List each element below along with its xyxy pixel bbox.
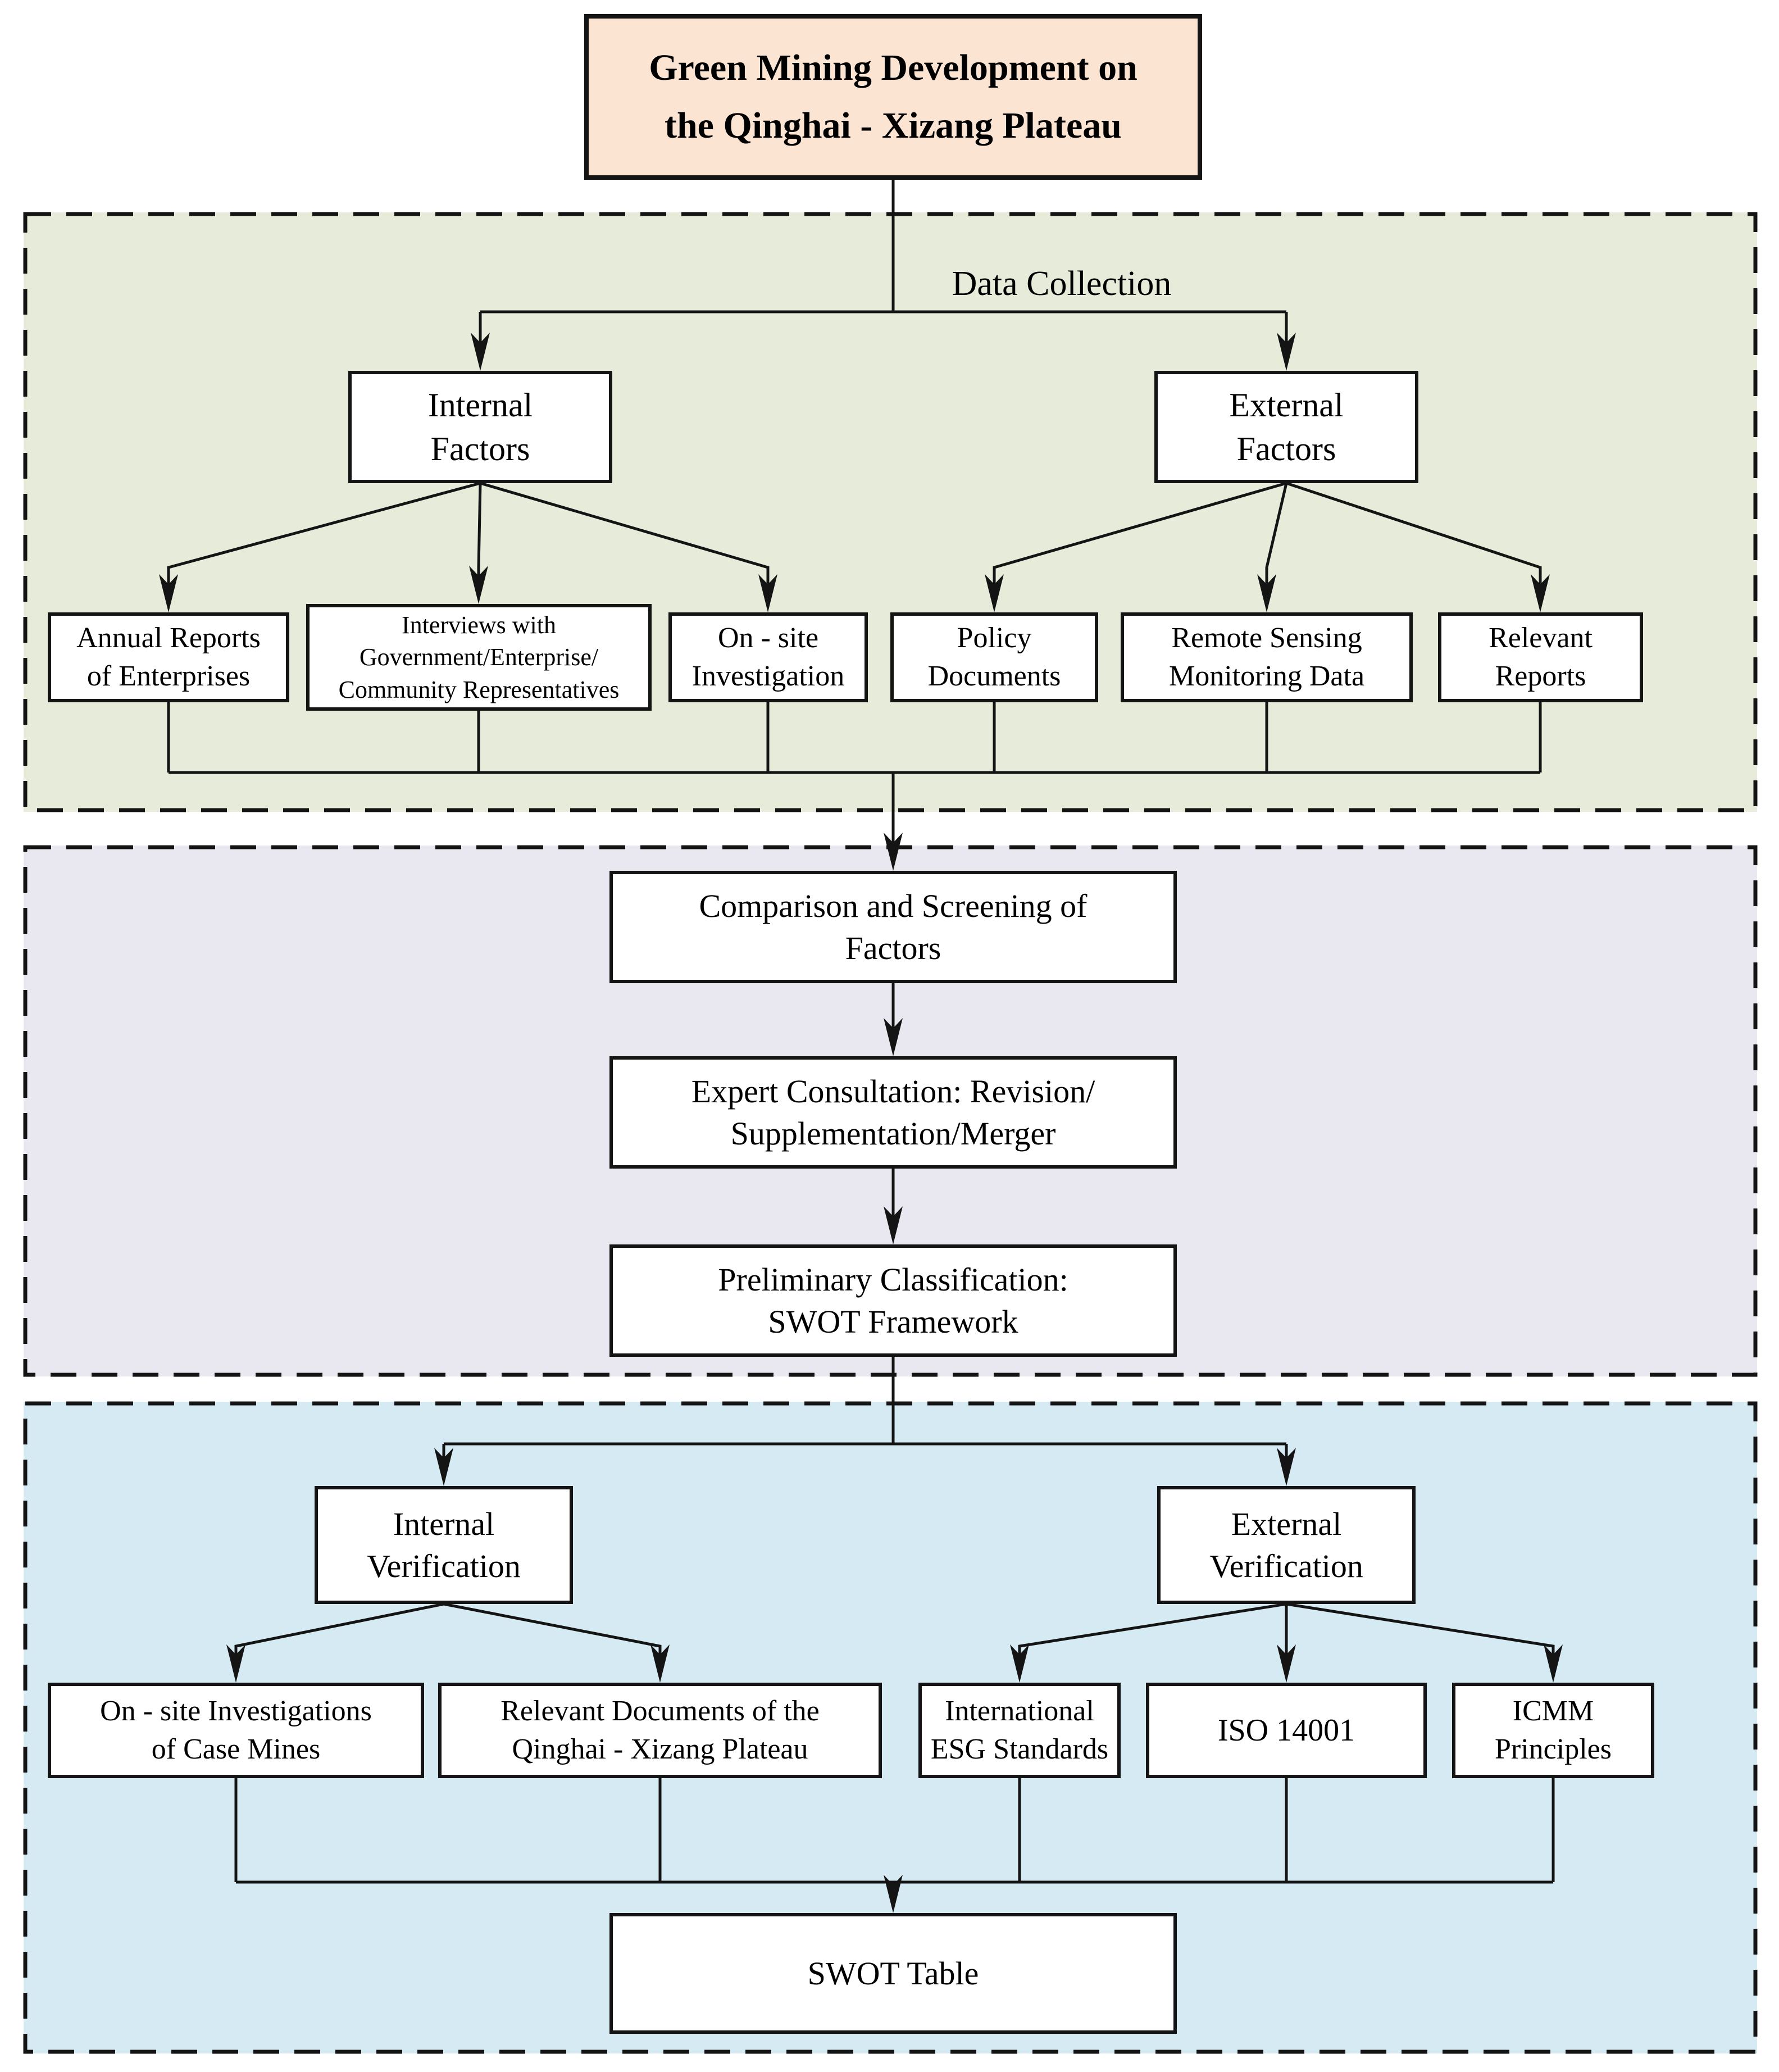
data-collection-label: Data Collection (952, 264, 1172, 303)
iso-14001-box: ISO 14001 (1146, 1683, 1427, 1778)
remote-sensing-box: Remote Sensing Monitoring Data (1121, 612, 1413, 702)
annual-reports-box: Annual Reports of Enterprises (48, 612, 289, 702)
esg-standards-box: International ESG Standards (918, 1683, 1121, 1778)
policy-documents-box: Policy Documents (890, 612, 1098, 702)
external-verification-box: External Verification (1157, 1486, 1416, 1604)
relevant-reports-box: Relevant Reports (1438, 612, 1643, 702)
preliminary-classification-box: Preliminary Classification: SWOT Framewo… (609, 1244, 1177, 1357)
external-factors-box: External Factors (1154, 371, 1418, 483)
onsite-investigation-box: On - site Investigation (668, 612, 868, 702)
interviews-box: Interviews with Government/Enterprise/ C… (306, 604, 652, 711)
root-box: Green Mining Development on the Qinghai … (584, 14, 1202, 180)
comparison-screening-box: Comparison and Screening of Factors (609, 871, 1177, 983)
case-mines-box: On - site Investigations of Case Mines (48, 1683, 424, 1778)
internal-verification-box: Internal Verification (315, 1486, 573, 1604)
expert-consultation-box: Expert Consultation: Revision/ Supplemen… (609, 1056, 1177, 1169)
swot-table-box: SWOT Table (609, 1913, 1177, 2034)
internal-factors-box: Internal Factors (348, 371, 612, 483)
icmm-principles-box: ICMM Principles (1452, 1683, 1654, 1778)
relevant-documents-box: Relevant Documents of the Qinghai - Xiza… (438, 1683, 882, 1778)
